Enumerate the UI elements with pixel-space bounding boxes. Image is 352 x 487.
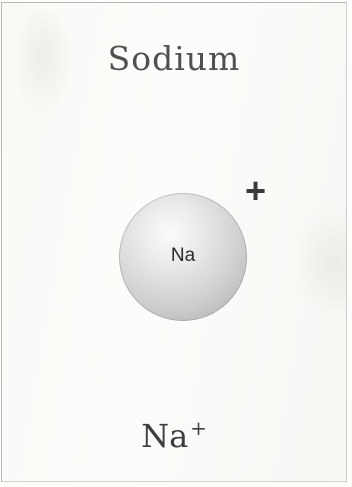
element-name: Sodium xyxy=(107,39,241,78)
ion-formula-base: Na xyxy=(141,417,189,455)
sodium-atom-sphere: Na xyxy=(119,193,247,321)
ion-formula-charge: + xyxy=(190,416,207,440)
paper-smudge xyxy=(12,9,74,119)
element-card: Sodium Na + Na+ xyxy=(1,2,347,482)
ion-charge-sign: + xyxy=(245,170,267,211)
paper-smudge xyxy=(291,203,346,323)
ion-formula: Na+ xyxy=(2,416,346,455)
atom-symbol: Na xyxy=(170,245,196,266)
